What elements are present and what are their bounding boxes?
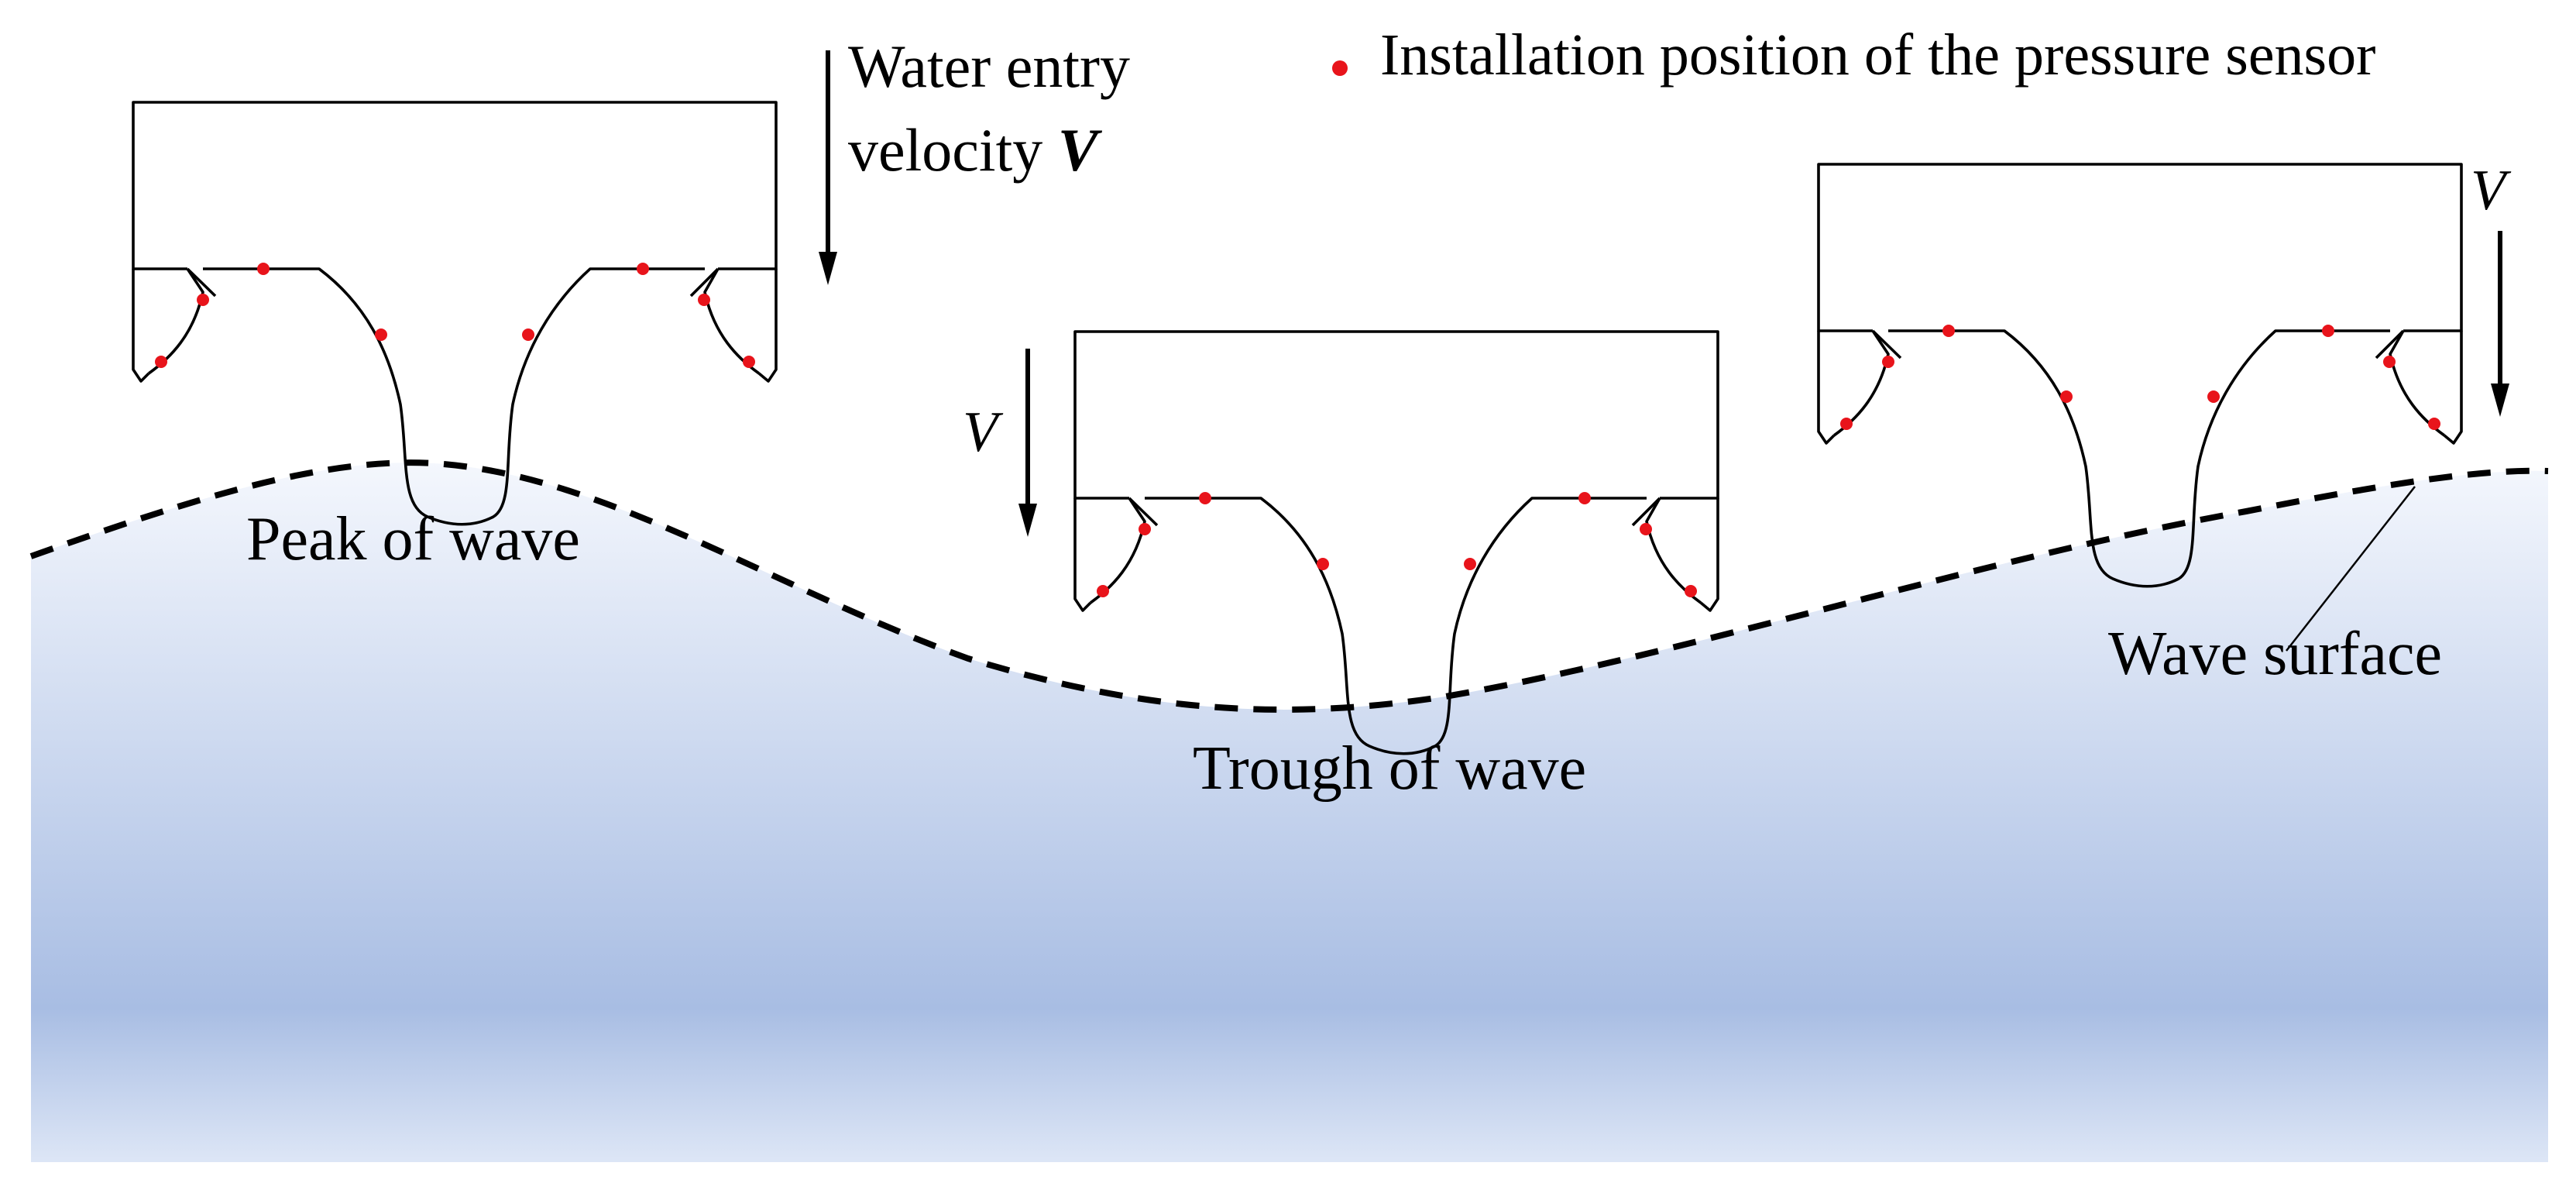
sensor-dot [1097, 585, 1109, 597]
velocity-label-line2: velocity V [848, 116, 1103, 184]
sensor-dot [2428, 418, 2440, 430]
sensor-dot [637, 263, 649, 275]
sensor-dot [257, 263, 270, 275]
water-body [31, 463, 2548, 1162]
sensor-dot [743, 356, 755, 368]
wave-surface-label: Wave surface [2108, 620, 2442, 688]
sensor-dot [375, 328, 387, 341]
sensor-dot [155, 356, 167, 368]
velocity-symbol: V [1058, 116, 1103, 184]
velocity-arrow-right [2491, 231, 2509, 417]
sensor-dot [1840, 418, 1853, 430]
trough-label: Trough of wave [1193, 734, 1586, 803]
velocity-symbol-right: V [2471, 159, 2512, 222]
sensor-dot [2207, 390, 2220, 403]
legend-label: Installation position of the pressure se… [1380, 22, 2375, 88]
sensor-dot [1578, 492, 1591, 504]
peak-label: Peak of wave [246, 505, 580, 573]
velocity-arrow-left [819, 50, 837, 285]
sensor-dot [1139, 523, 1151, 535]
sensor-dot [197, 294, 209, 306]
sensor-dot [1640, 523, 1652, 535]
legend-sensor-dot [1332, 60, 1348, 76]
velocity-arrow-middle [1018, 349, 1037, 537]
sensor-dot [2060, 390, 2073, 403]
velocity-symbol-middle: V [963, 401, 1004, 464]
velocity-label-line1: Water entry [848, 33, 1130, 100]
sensor-dot [2322, 325, 2334, 337]
sensor-dot [1942, 325, 1955, 337]
sensor-dot [522, 328, 534, 341]
sensor-dot [1464, 558, 1476, 570]
sensor-dot [1317, 558, 1329, 570]
wave-surface-leader [2286, 486, 2416, 652]
model-at-peak [132, 101, 778, 526]
wave-surface-line [29, 459, 2549, 713]
sensor-dot [1882, 356, 1894, 368]
sensor-dot [698, 294, 710, 306]
sensor-dot [1685, 585, 1697, 597]
sensor-dot [1199, 492, 1211, 504]
sensor-dot [2383, 356, 2396, 368]
pressure-sensors [155, 263, 2440, 597]
